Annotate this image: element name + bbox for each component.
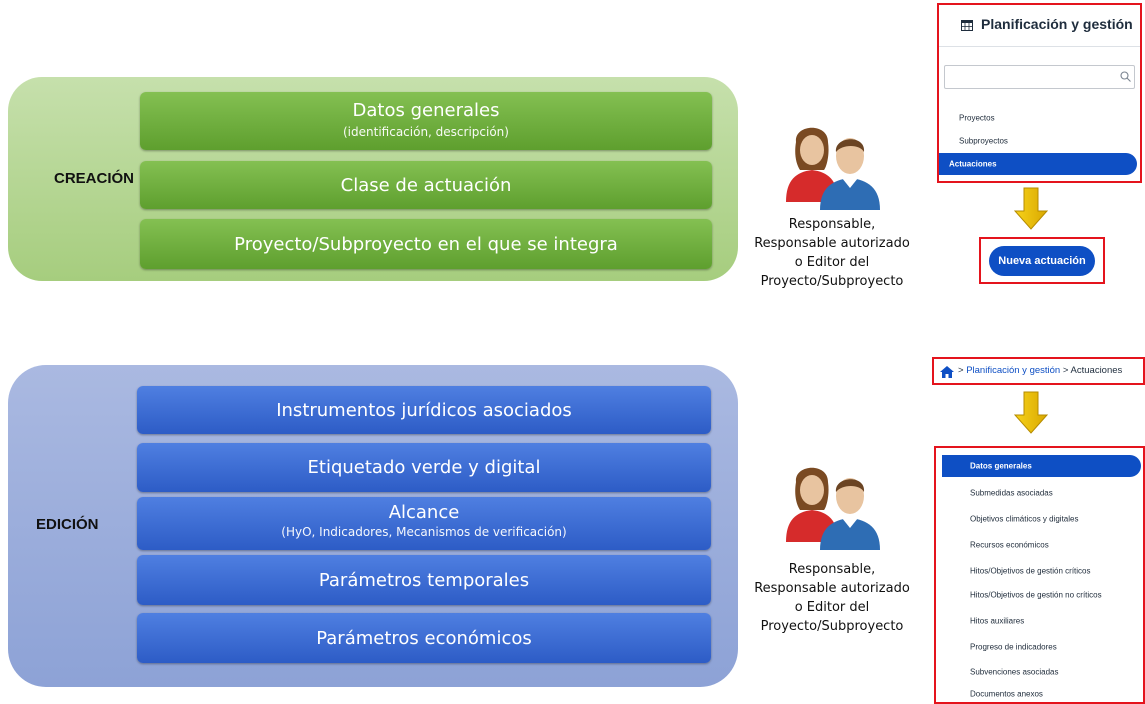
edit-menu-item-objetivos-climaticos[interactable]: Objetivos climáticos y digitales <box>942 509 1141 529</box>
bar-title: Alcance <box>388 502 460 523</box>
menu-item-label: Proyectos <box>959 113 995 123</box>
menu-title: Planificación y gestión <box>981 16 1133 32</box>
bar-title: Etiquetado verde y digital <box>307 457 541 478</box>
menu-item-label: Subproyectos <box>959 136 1008 146</box>
role-text-edicion: Responsable, Responsable autorizado o Ed… <box>737 560 927 636</box>
bar-title: Datos generales <box>352 100 500 121</box>
menu-item-label: Hitos/Objetivos de gestión críticos <box>970 566 1091 576</box>
divider <box>939 46 1140 47</box>
edit-menu-item-datos-generales[interactable]: Datos generales <box>942 455 1141 477</box>
arrow-down-icon <box>1013 391 1049 434</box>
arrow-down-icon <box>1013 187 1049 230</box>
edit-menu-item-hitos-no-criticos[interactable]: Hitos/Objetivos de gestión no críticos <box>942 585 1141 605</box>
bar-title: Proyecto/Subproyecto en el que se integr… <box>234 233 618 255</box>
bar-alcance: Alcance (HyO, Indicadores, Mecanismos de… <box>137 497 711 550</box>
planificacion-menu-panel: Planificación y gestión Proyectos Subpro… <box>937 3 1142 183</box>
breadcrumb-separator: > <box>1062 365 1069 376</box>
bar-subtitle: (HyO, Indicadores, Mecanismos de verific… <box>281 525 567 539</box>
breadcrumb-highlight: > Planificación y gestión > Actuaciones <box>932 357 1145 385</box>
edicion-label: EDICIÓN <box>36 516 99 533</box>
role-line: Proyecto/Subproyecto <box>760 274 904 289</box>
users-icon <box>786 127 880 210</box>
bar-title: Instrumentos jurídicos asociados <box>276 399 572 421</box>
breadcrumb-current: Actuaciones <box>1070 365 1123 376</box>
breadcrumb-separator: > <box>958 365 964 376</box>
menu-item-label: Documentos anexos <box>970 689 1043 699</box>
role-text-creacion: Responsable, Responsable autorizado o Ed… <box>737 215 927 291</box>
edit-menu-item-submedidas[interactable]: Submedidas asociadas <box>942 483 1141 503</box>
menu-item-label: Progreso de indicadores <box>970 642 1057 652</box>
role-line: Responsable, <box>788 562 876 577</box>
bar-subtitle: (identificación, descripción) <box>343 125 509 139</box>
bar-proyecto-subproyecto: Proyecto/Subproyecto en el que se integr… <box>140 219 712 269</box>
bar-etiquetado: Etiquetado verde y digital <box>137 443 711 492</box>
nueva-actuacion-button[interactable]: Nueva actuación <box>989 246 1095 276</box>
grid-calendar-icon <box>961 20 973 31</box>
creacion-label: CREACIÓN <box>54 170 135 187</box>
bar-datos-generales: Datos generales (identificación, descrip… <box>140 92 712 150</box>
bar-title: Clase de actuación <box>340 174 512 196</box>
edit-menu-item-progreso-indicadores[interactable]: Progreso de indicadores <box>942 637 1141 657</box>
breadcrumb-link-planificacion[interactable]: Planificación y gestión <box>966 365 1061 376</box>
bar-title: Parámetros temporales <box>318 569 530 591</box>
bar-clase-actuacion: Clase de actuación <box>140 161 712 209</box>
edit-menu-item-hitos-criticos[interactable]: Hitos/Objetivos de gestión críticos <box>942 561 1141 581</box>
edit-menu-item-documentos-anexos[interactable]: Documentos anexos <box>942 685 1141 703</box>
menu-item-label: Datos generales <box>970 461 1032 471</box>
bar-parametros-economicos: Parámetros económicos <box>137 613 711 663</box>
menu-item-label: Actuaciones <box>949 159 997 169</box>
role-line: Responsable autorizado <box>754 236 910 251</box>
edit-menu-panel: Datos generales Submedidas asociadas Obj… <box>934 446 1145 704</box>
menu-item-actuaciones[interactable]: Actuaciones <box>939 153 1137 175</box>
bar-parametros-temporales: Parámetros temporales <box>137 555 711 605</box>
menu-item-subproyectos[interactable]: Subproyectos <box>939 131 1137 151</box>
role-line: o Editor del <box>794 255 870 270</box>
bar-instrumentos-juridicos: Instrumentos jurídicos asociados <box>137 386 711 434</box>
nueva-actuacion-highlight: Nueva actuación <box>979 237 1105 284</box>
menu-item-label: Subvenciones asociadas <box>970 667 1059 677</box>
menu-item-label: Recursos económicos <box>970 540 1049 550</box>
bar-title: Parámetros económicos <box>316 627 532 649</box>
role-line: Responsable, <box>788 217 876 232</box>
edit-menu-item-recursos-economicos[interactable]: Recursos económicos <box>942 535 1141 555</box>
breadcrumb: > Planificación y gestión > Actuaciones <box>958 365 1122 376</box>
search-input[interactable] <box>944 65 1135 89</box>
role-line: Responsable autorizado <box>754 581 910 596</box>
search-icon <box>1120 71 1131 82</box>
edit-menu-item-hitos-auxiliares[interactable]: Hitos auxiliares <box>942 611 1141 631</box>
menu-item-label: Objetivos climáticos y digitales <box>970 514 1079 524</box>
menu-item-label: Hitos auxiliares <box>970 616 1025 626</box>
home-icon[interactable] <box>940 366 954 378</box>
menu-item-proyectos[interactable]: Proyectos <box>939 108 1137 128</box>
role-line: Proyecto/Subproyecto <box>760 619 904 634</box>
menu-item-label: Hitos/Objetivos de gestión no críticos <box>970 590 1102 600</box>
role-line: o Editor del <box>794 600 870 615</box>
edit-menu-item-subvenciones[interactable]: Subvenciones asociadas <box>942 662 1141 682</box>
users-icon <box>786 467 880 550</box>
menu-item-label: Submedidas asociadas <box>970 488 1053 498</box>
